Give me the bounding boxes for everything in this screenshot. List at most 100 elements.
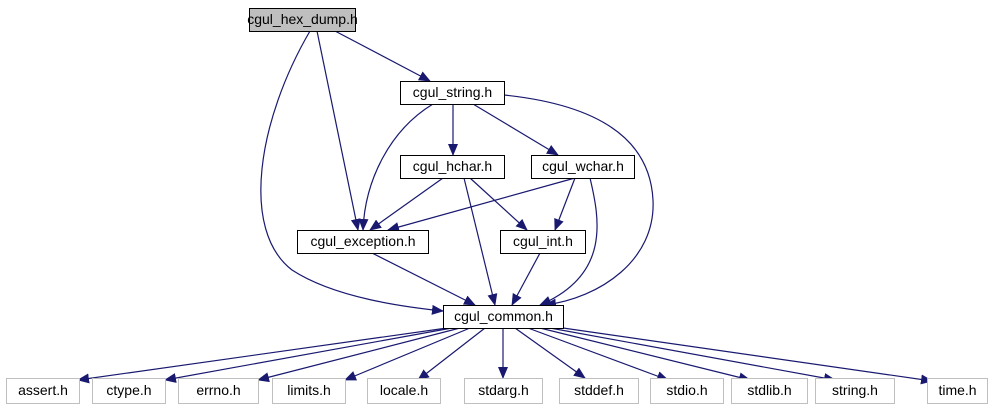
edge-cgul_string-to-cgul_wchar <box>472 103 559 156</box>
node-box <box>650 378 724 404</box>
node-cgul-hex-dump[interactable]: cgul_hex_dump.h <box>247 8 358 32</box>
edge-cgul_hex_dump-to-cgul_exception <box>316 30 361 231</box>
edge-arrow <box>539 327 751 383</box>
edge-arrow <box>554 177 576 231</box>
edge-cgul_common-to-limits <box>344 327 471 381</box>
edge-cgul_common-to-stdio <box>527 327 669 381</box>
node-box <box>464 378 543 404</box>
edge-cgul_hex_dump-to-cgul_common <box>260 30 444 315</box>
node-stdio: stdio.h <box>650 378 724 404</box>
edge-arrow <box>371 252 476 306</box>
node-label: string.h <box>832 382 878 398</box>
node-box <box>249 8 356 32</box>
node-box <box>92 378 166 404</box>
node-label: assert.h <box>18 382 68 398</box>
node-label: locale.h <box>380 382 428 398</box>
edge-cgul_common-to-stddef <box>514 327 586 379</box>
edge-cgul_wchar-to-cgul_int <box>554 177 576 231</box>
node-locale: locale.h <box>367 378 441 404</box>
edge-arrow <box>511 252 541 306</box>
edge-arrow <box>472 103 559 156</box>
node-assert: assert.h <box>6 378 80 404</box>
edge-arrow <box>417 327 486 381</box>
node-label: stddef.h <box>574 382 624 398</box>
node-limits: limits.h <box>272 378 346 404</box>
node-box <box>367 378 441 404</box>
edge-cgul_string-to-cgul_common <box>503 94 654 309</box>
edge-arrow <box>257 327 461 383</box>
node-string: string.h <box>815 378 895 404</box>
edge-cgul_string-to-cgul_exception <box>358 103 434 231</box>
node-cgul-string[interactable]: cgul_string.h <box>400 81 505 105</box>
node-label: cgul_hchar.h <box>413 158 492 174</box>
node-label: limits.h <box>287 382 331 398</box>
edge-arrow <box>334 30 431 82</box>
edge-cgul_common-to-assert <box>77 327 448 384</box>
node-box <box>815 378 895 404</box>
edge-arrow <box>527 327 669 381</box>
node-label: time.h <box>938 382 976 398</box>
edge-arrow <box>358 103 434 231</box>
node-cgul-common[interactable]: cgul_common.h <box>443 305 564 329</box>
edge-arrow <box>369 177 444 231</box>
node-label: cgul_hex_dump.h <box>247 11 358 27</box>
node-cgul-int[interactable]: cgul_int.h <box>500 230 586 254</box>
edge-cgul_common-to-locale <box>417 327 486 381</box>
node-box <box>272 378 346 404</box>
edge-cgul_wchar-to-cgul_exception <box>387 177 576 232</box>
node-label: errno.h <box>196 382 240 398</box>
edge-cgul_hchar-to-cgul_int <box>469 177 528 231</box>
node-label: cgul_exception.h <box>310 233 415 249</box>
nodes: cgul_hex_dump.h cgul_string.h cgul_hchar.h… <box>6 8 988 404</box>
node-box <box>731 378 808 404</box>
node-label: cgul_wchar.h <box>542 158 624 174</box>
node-stdlib: stdlib.h <box>731 378 808 404</box>
node-errno: errno.h <box>178 378 259 404</box>
edge-cgul_common-to-string <box>549 327 836 383</box>
edge-cgul_common-to-ctype <box>164 327 453 383</box>
edge-arrow <box>503 94 654 309</box>
node-label: stdlib.h <box>747 382 791 398</box>
edge-arrow <box>469 177 528 231</box>
edge-cgul_common-to-stdlib <box>539 327 751 383</box>
node-cgul-hchar[interactable]: cgul_hchar.h <box>400 155 505 179</box>
edge-cgul_hchar-to-cgul_common <box>463 177 498 306</box>
node-box <box>400 155 505 179</box>
node-cgul-exception[interactable]: cgul_exception.h <box>297 230 429 254</box>
edge-arrow <box>463 177 498 306</box>
node-box <box>297 230 429 254</box>
edge-arrow <box>260 30 444 315</box>
edge-arrow <box>514 327 586 379</box>
edge-cgul_wchar-to-cgul_common <box>539 177 598 306</box>
edge-arrow <box>562 327 933 385</box>
edge-arrow <box>77 327 448 384</box>
node-label: stdarg.h <box>478 382 529 398</box>
node-time: time.h <box>927 378 988 404</box>
node-label: cgul_common.h <box>454 308 553 324</box>
node-box <box>6 378 80 404</box>
node-label: ctype.h <box>106 382 151 398</box>
edge-arrow <box>539 177 598 306</box>
edge-arrow <box>387 177 576 232</box>
edge-cgul_hchar-to-cgul_exception <box>369 177 444 231</box>
node-stdarg: stdarg.h <box>464 378 543 404</box>
node-label: stdio.h <box>666 382 707 398</box>
node-box <box>531 155 635 179</box>
node-stddef: stddef.h <box>559 378 639 404</box>
edge-arrow <box>549 327 836 383</box>
node-label: cgul_string.h <box>413 84 492 100</box>
edge-cgul_common-to-errno <box>257 327 461 383</box>
edge-cgul_exception-to-cgul_common <box>371 252 476 306</box>
edges <box>77 30 933 385</box>
edge-cgul_hex_dump-to-cgul_string <box>334 30 431 82</box>
node-box <box>559 378 639 404</box>
edge-arrow <box>164 327 453 383</box>
edge-cgul_int-to-cgul_common <box>511 252 541 306</box>
node-box <box>500 230 586 254</box>
node-label: cgul_int.h <box>513 233 573 249</box>
node-box <box>927 378 988 404</box>
node-cgul-wchar[interactable]: cgul_wchar.h <box>531 155 635 179</box>
node-ctype: ctype.h <box>92 378 166 404</box>
node-box <box>400 81 505 105</box>
